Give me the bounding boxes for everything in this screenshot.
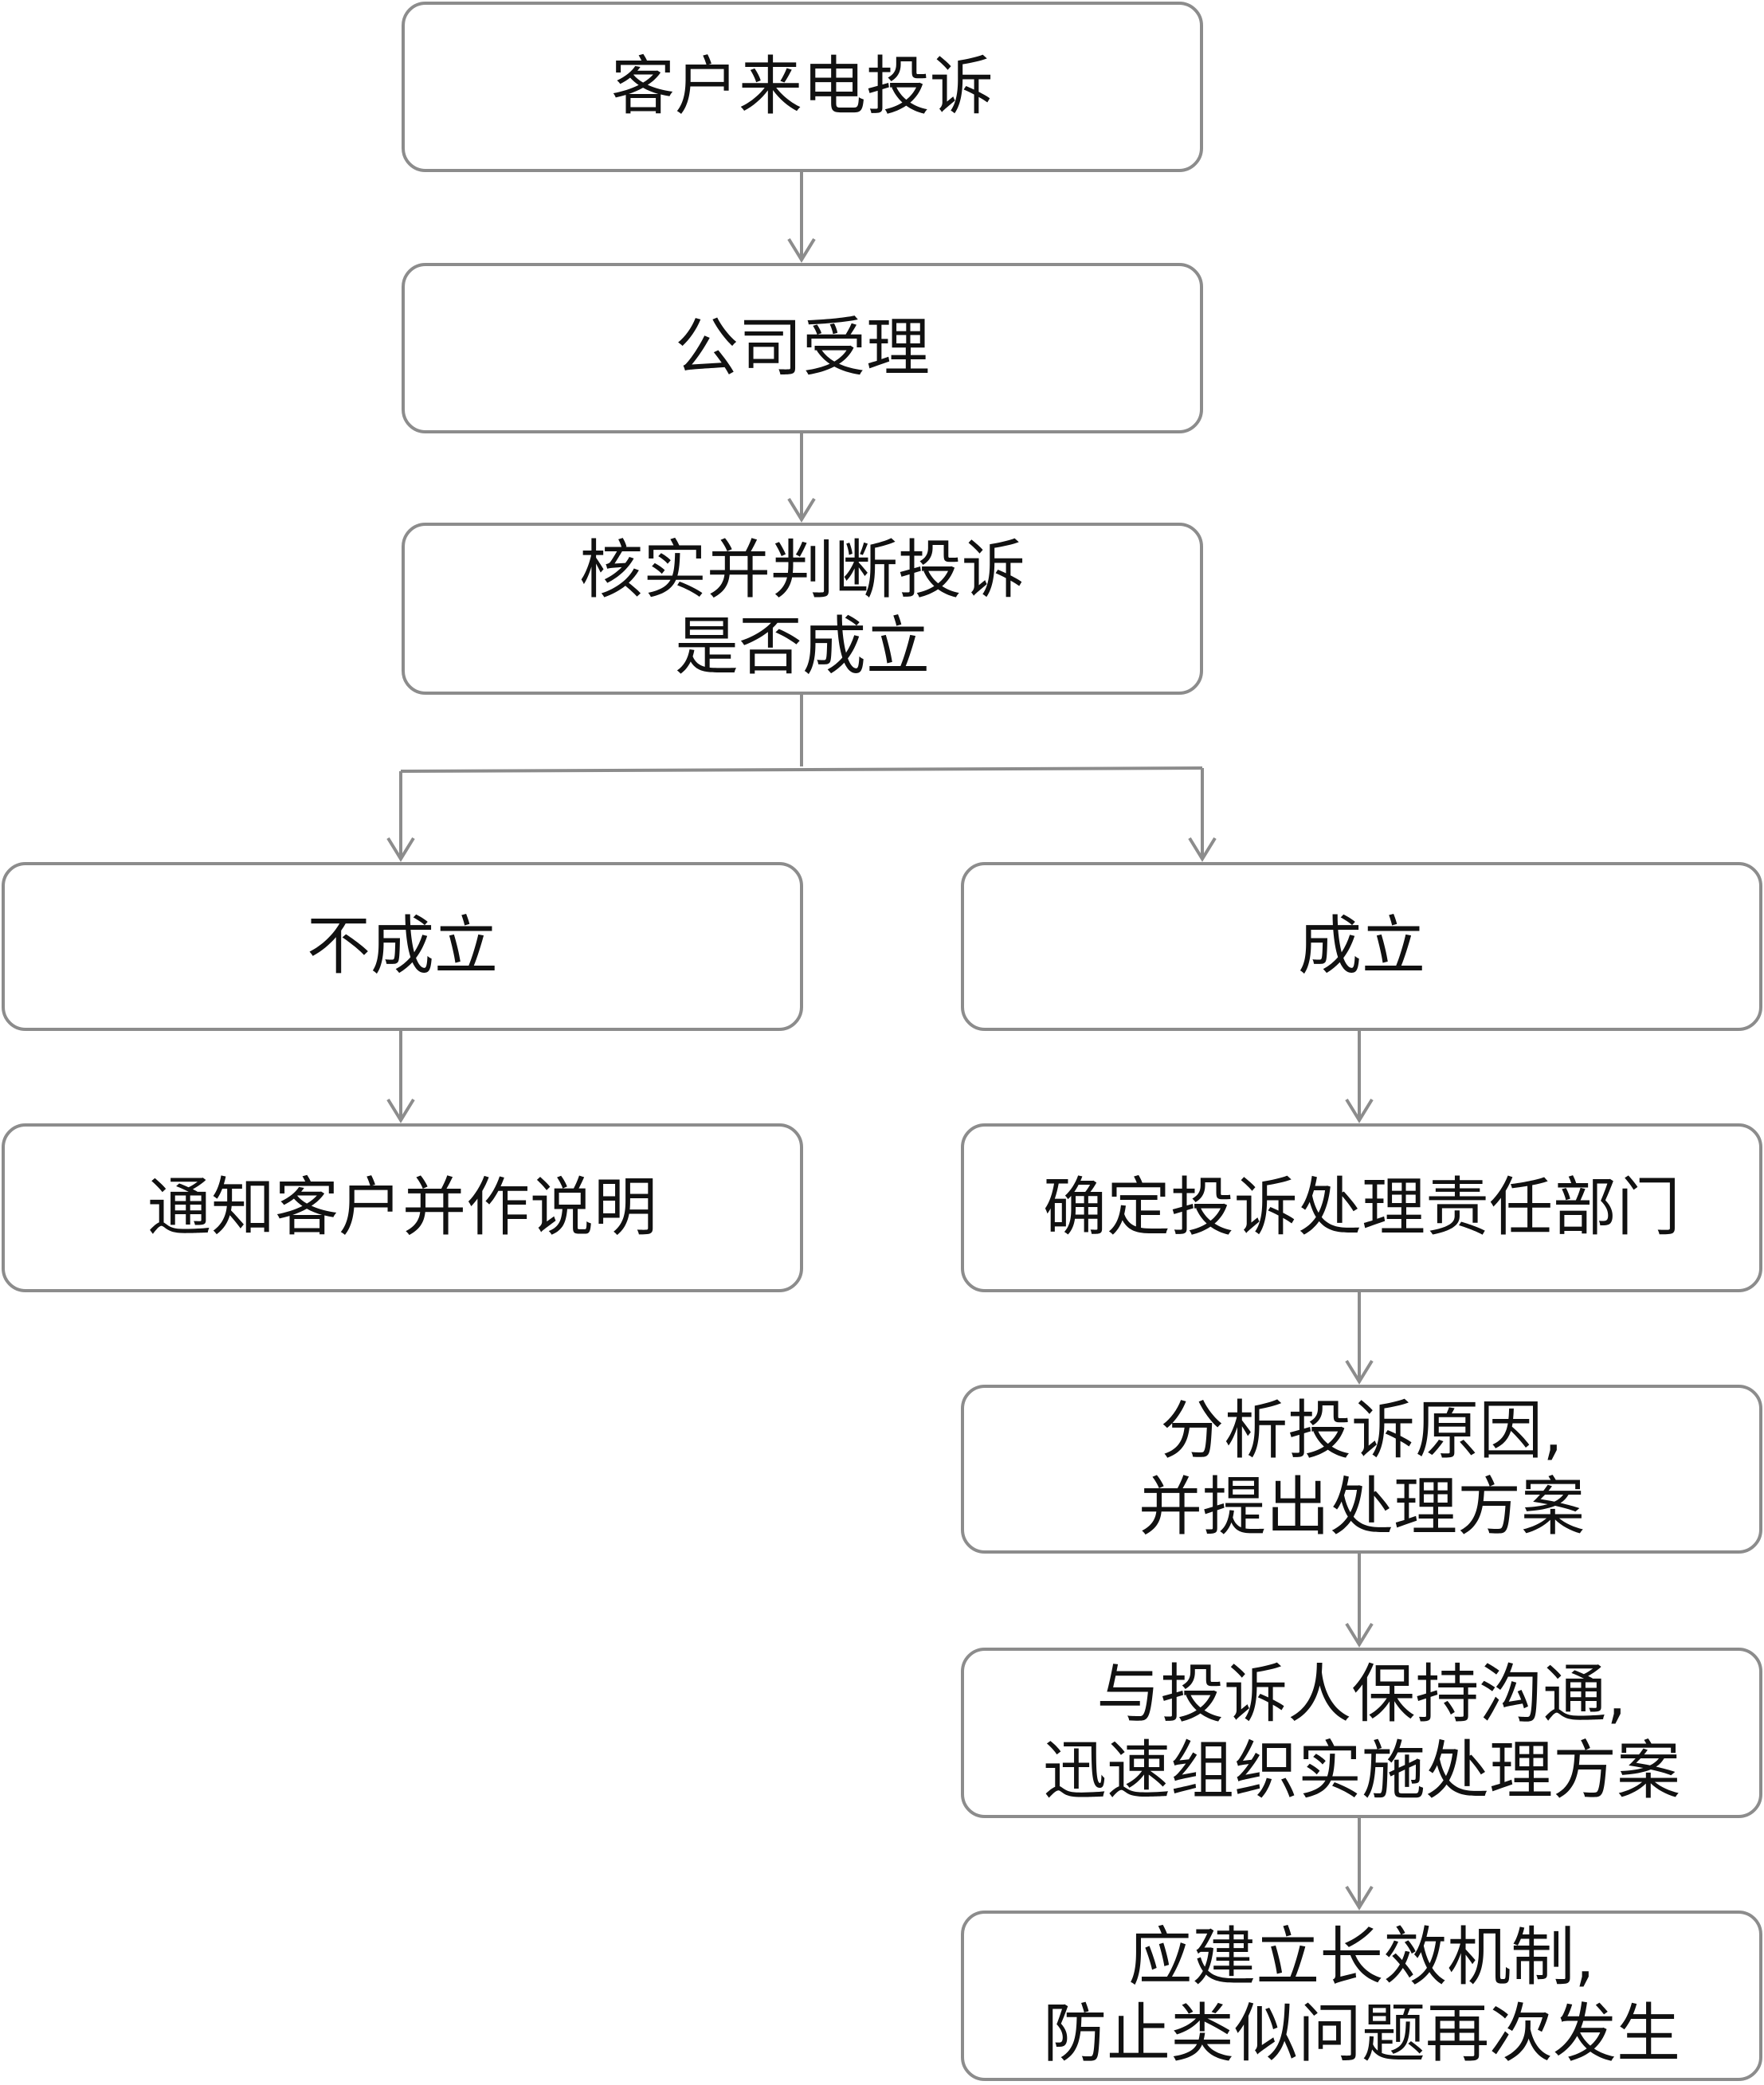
node-analyze-cause: 分析投诉原因, 并提出处理方案 [961, 1385, 1762, 1554]
node-not-valid: 不成立 [2, 862, 803, 1031]
arrowhead-icon [1345, 1622, 1374, 1648]
arrowhead-icon [787, 497, 816, 523]
arrowhead-icon [386, 837, 415, 862]
node-valid: 成立 [961, 862, 1762, 1031]
arrowhead-icon [1345, 1098, 1374, 1123]
node-communicate-implement: 与投诉人保持沟通, 迅速组织实施处理方案 [961, 1648, 1762, 1818]
arrowhead-icon [1345, 1885, 1374, 1911]
arrowhead-icon [1345, 1359, 1374, 1385]
arrowhead-icon [386, 1098, 415, 1123]
node-notify-customer: 通知客户并作说明 [2, 1123, 803, 1292]
arrowhead-icon [787, 237, 816, 263]
node-customer-call: 客户来电投诉 [402, 2, 1203, 172]
arrowhead-icon [1188, 837, 1217, 862]
node-company-accept: 公司受理 [402, 263, 1203, 433]
branch-horizontal [400, 766, 1203, 773]
node-verify-judge: 核实并判断投诉 是否成立 [402, 523, 1203, 695]
node-determine-department: 确定投诉处理责任部门 [961, 1123, 1762, 1292]
node-long-term-mechanism: 应建立长效机制, 防止类似问题再次发生 [961, 1911, 1762, 2081]
